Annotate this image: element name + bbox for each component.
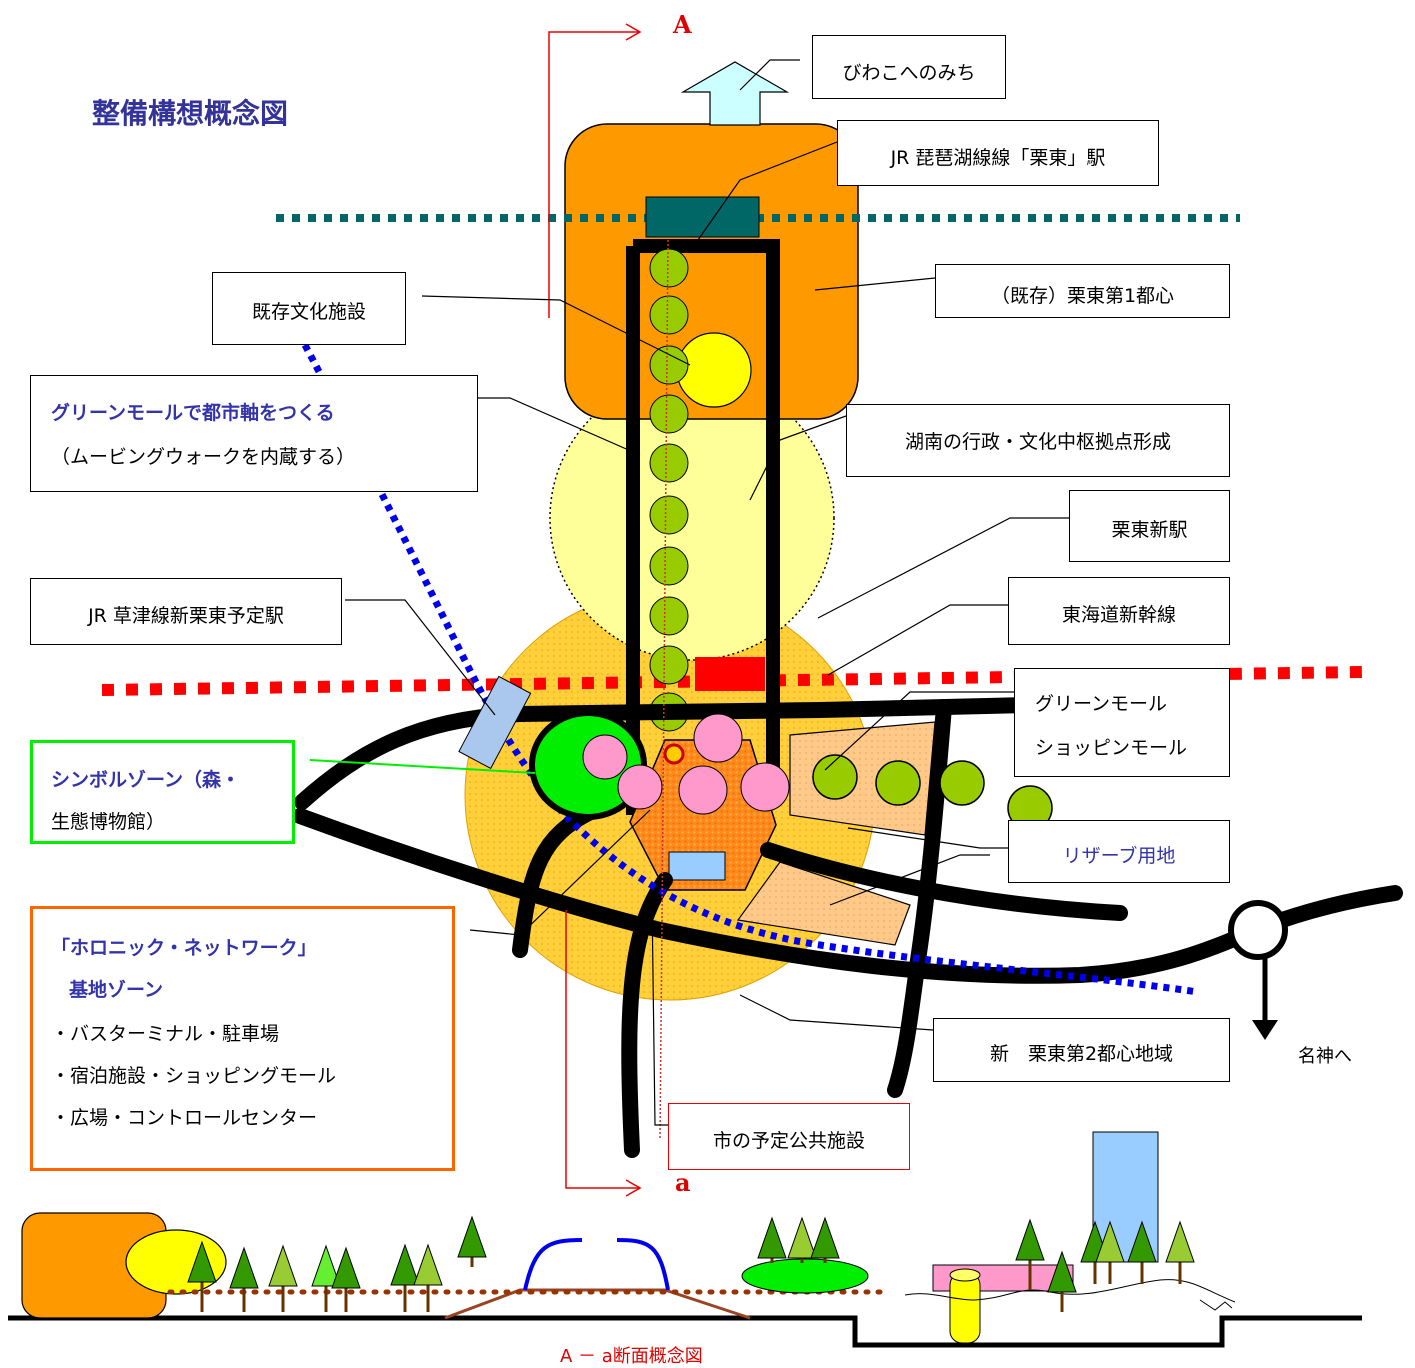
kusatsu-label: JR 草津線新栗東予定駅 [88, 605, 284, 627]
green-mall-axis-sublabel: （ムービングウォークを内蔵する） [51, 446, 356, 468]
biwako-arrow [680, 61, 790, 126]
holonic-label-2: 基地ゾーン [69, 979, 164, 1001]
symbol-zone-label-2: 生態博物館） [51, 811, 166, 833]
page-title: 整備構想概念図 [92, 97, 289, 130]
holonic-label-4: ・宿泊施設・ショッピングモール [51, 1065, 337, 1087]
section-mark-a-upper: A [673, 10, 692, 39]
kusatsu-label-box: JR 草津線新栗東予定駅 [30, 578, 342, 645]
konan-label-box: 湖南の行政・文化中枢拠点形成 [846, 404, 1230, 477]
first-center-label: （既存）栗東第1都心 [990, 285, 1175, 307]
cross-section [8, 1131, 1362, 1348]
shopping-mall-label-box: グリーンモール ショッピンモール [1014, 668, 1230, 777]
central-plaza-marker [663, 743, 685, 765]
shinkansen-label-box: 東海道新幹線 [1008, 577, 1230, 645]
new-station-label: 栗東新駅 [1111, 519, 1188, 541]
reserve-label-box: リザーブ用地 [1008, 820, 1230, 883]
biwako-label-box: びわこへのみち [812, 35, 1006, 99]
public-facility-plan [668, 851, 726, 881]
holonic-label-5: ・広場・コントロールセンター [51, 1107, 318, 1129]
second-center-label-box: 新 栗東第2都心地域 [933, 1018, 1230, 1082]
existing-culture-facility [676, 332, 752, 408]
section-trees [187, 1215, 1195, 1312]
shopping-mall-label-1: グリーンモール [1035, 693, 1168, 715]
kusatsu-planned-station [458, 675, 532, 770]
second-center-label: 新 栗東第2都心地域 [989, 1043, 1174, 1065]
public-facility-label: 市の予定公共施設 [712, 1130, 865, 1152]
green-mall-axis-label-box: グリーンモールで都市軸をつくる （ムービングウォークを内蔵する） [30, 375, 478, 492]
roads [292, 697, 1403, 1158]
public-facility-label-box: 市の予定公共施設 [668, 1103, 910, 1170]
section-caption: A － a断面概念図 [560, 1346, 703, 1367]
holonic-facility-circles [582, 713, 790, 815]
leader-lines [345, 59, 1084, 1126]
symbol-zone-label-1: シンボルゾーン（森・ [51, 769, 241, 791]
konan-label: 湖南の行政・文化中枢拠点形成 [904, 431, 1171, 453]
culture-facility-label-box: 既存文化施設 [212, 272, 406, 345]
section-marker-lower [565, 910, 642, 1197]
new-station-label-box: 栗東新駅 [1069, 490, 1230, 562]
shopping-mall-trees [812, 754, 1053, 831]
holonic-label-3: ・バスターミナル・駐車場 [51, 1023, 280, 1045]
jr-station-label: JR 琵琶湖線線「栗東」駅 [890, 147, 1106, 169]
holonic-label-1: 「ホロニック・ネットワーク」 [51, 937, 317, 959]
first-center-label-box: （既存）栗東第1都心 [935, 264, 1230, 318]
shopping-mall-label-2: ショッピンモール [1035, 737, 1188, 759]
green-mall-trees [649, 248, 689, 732]
meishin-arrow-head [1252, 1020, 1278, 1040]
meishin-interchange [1228, 900, 1288, 960]
new-station [695, 657, 765, 691]
section-marker-upper [548, 23, 642, 318]
ritto-station [645, 196, 760, 238]
reserve-label: リザーブ用地 [1062, 845, 1176, 867]
shinkansen-label: 東海道新幹線 [1061, 604, 1176, 626]
jr-station-label-box: JR 琵琶湖線線「栗東」駅 [837, 120, 1159, 186]
symbol-zone-leader [309, 759, 536, 774]
symbol-zone-label-box: シンボルゾーン（森・ 生態博物館） [30, 740, 295, 844]
biwako-label: びわこへのみち [842, 62, 976, 84]
green-mall-axis-label: グリーンモールで都市軸をつくる [51, 402, 335, 424]
holonic-label-box: 「ホロニック・ネットワーク」 基地ゾーン ・バスターミナル・駐車場 ・宿泊施設・… [30, 906, 455, 1171]
section-mark-a-lower: a [675, 1168, 691, 1197]
holonic-base-zone [629, 739, 777, 891]
meishin-label: 名神へ [1298, 1046, 1352, 1067]
culture-facility-label: 既存文化施設 [251, 301, 366, 323]
